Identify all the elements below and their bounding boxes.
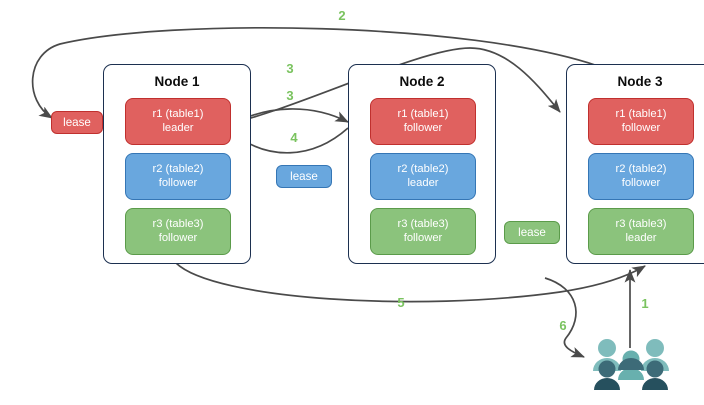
node-1-replica-r1[interactable]: r1 (table1) leader <box>125 98 231 145</box>
node-2[interactable]: Node 2 r1 (table1) follower r2 (table2) … <box>348 64 496 264</box>
replica-role: leader <box>407 176 439 189</box>
node-3-replica-r2[interactable]: r2 (table2) follower <box>588 153 694 200</box>
replica-name: r3 (table3) <box>397 218 449 230</box>
replica-role: follower <box>621 176 661 189</box>
step-label-4: 4 <box>290 130 298 145</box>
replica-name: r1 (table1) <box>615 108 667 120</box>
replica-name: r3 (table3) <box>152 218 204 230</box>
step-label-2: 2 <box>338 8 346 23</box>
node-1-title: Node 1 <box>154 74 200 89</box>
node-1-replica-r2[interactable]: r2 (table2) follower <box>125 153 231 200</box>
node-2-replica-r2[interactable]: r2 (table2) leader <box>370 153 476 200</box>
replica-name: r1 (table1) <box>397 108 449 120</box>
replica-name: r2 (table2) <box>152 163 204 175</box>
step-label-3-lower: 3 <box>286 88 294 103</box>
replica-name: r1 (table1) <box>152 108 204 120</box>
replica-role: follower <box>403 121 443 134</box>
node-1[interactable]: Node 1 r1 (table1) leader r2 (table2) fo… <box>103 64 251 264</box>
replica-role: leader <box>625 231 657 244</box>
lease-badge-r3[interactable]: lease <box>504 221 560 244</box>
node-2-replica-r3[interactable]: r3 (table3) follower <box>370 208 476 255</box>
users-icon <box>585 336 677 390</box>
replica-name: r2 (table2) <box>615 163 667 175</box>
node-1-replica-r3[interactable]: r3 (table3) follower <box>125 208 231 255</box>
replica-name: r3 (table3) <box>615 218 667 230</box>
node-3-title: Node 3 <box>617 74 663 89</box>
replica-role: follower <box>621 121 661 134</box>
node-2-title: Node 2 <box>399 74 445 89</box>
replica-role: follower <box>158 231 198 244</box>
step-label-5: 5 <box>397 295 405 310</box>
step-label-1: 1 <box>641 296 649 311</box>
node-3-replica-r3[interactable]: r3 (table3) leader <box>588 208 694 255</box>
replica-role: follower <box>403 231 443 244</box>
node-2-replica-r1[interactable]: r1 (table1) follower <box>370 98 476 145</box>
step-label-6: 6 <box>559 318 567 333</box>
replica-name: r2 (table2) <box>397 163 449 175</box>
node-3[interactable]: Node 3 r1 (table1) follower r2 (table2) … <box>566 64 704 264</box>
replica-role: leader <box>162 121 194 134</box>
replica-role: follower <box>158 176 198 189</box>
lease-badge-r1[interactable]: lease <box>51 111 103 134</box>
node-3-replica-r1[interactable]: r1 (table1) follower <box>588 98 694 145</box>
step-label-3-upper: 3 <box>286 61 294 76</box>
lease-badge-r2[interactable]: lease <box>276 165 332 188</box>
